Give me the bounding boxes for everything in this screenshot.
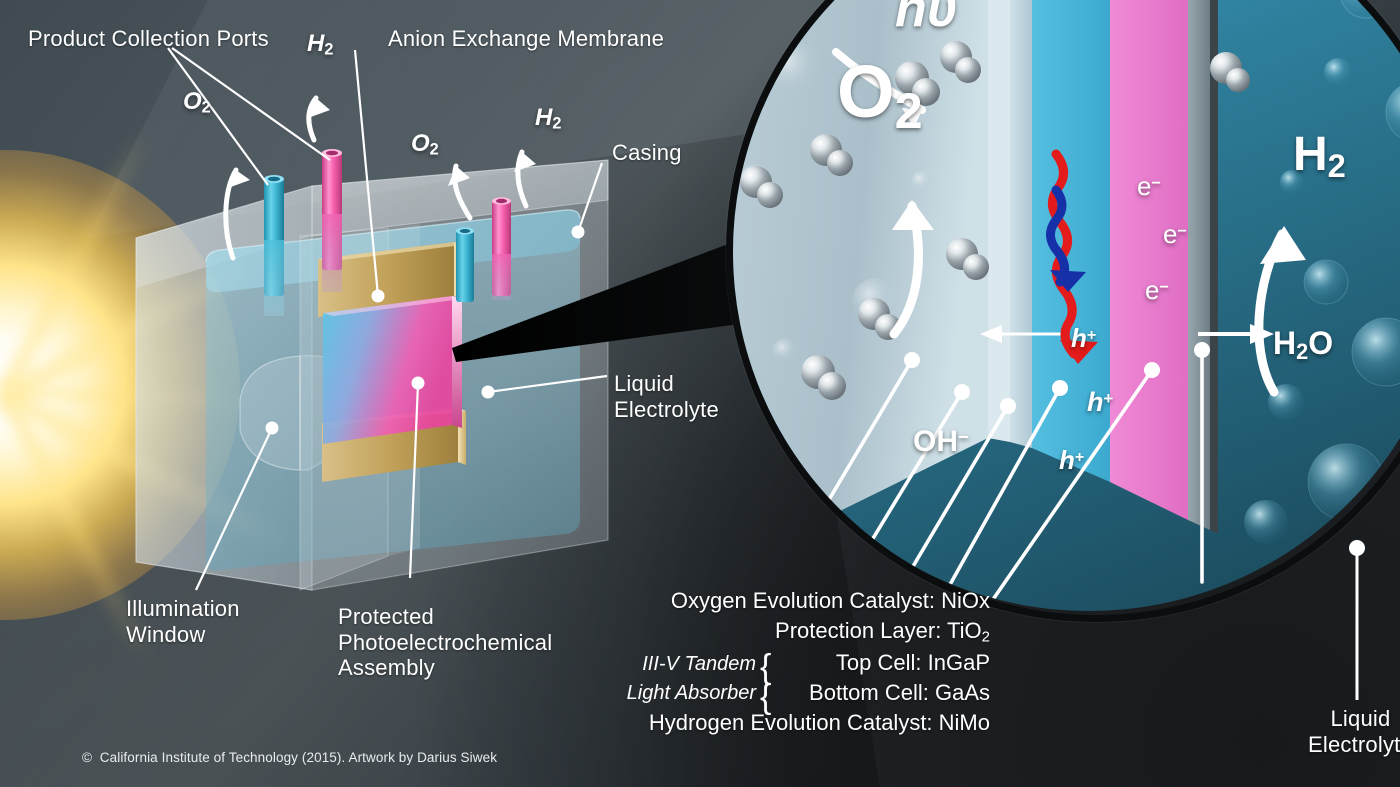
oh-to-o2-arrow <box>889 200 934 339</box>
copyright-credit: © California Institute of Technology (20… <box>82 750 497 765</box>
h2-evolution-arrow <box>1254 226 1306 397</box>
tandem-group-label: III-V Tandem Light Absorber <box>576 650 756 708</box>
collection-port-o2-back <box>456 227 474 302</box>
hec-dark-edge <box>1210 0 1218 534</box>
stack-leader-lines <box>784 348 1204 611</box>
legend-bottom-cell: Bottom Cell: GaAs <box>809 679 990 705</box>
oxygen-evolution-catalyst-edge <box>988 0 1010 442</box>
magnifier-pointer <box>452 232 770 362</box>
hydrogen-gas-label: H2 <box>1293 128 1346 185</box>
legend-hydrogen-evolution-catalyst: Hydrogen Evolution Catalyst: NiMo <box>648 709 990 735</box>
legend-protection-layer: Protection Layer: TiO2 <box>775 618 990 646</box>
illumination-window <box>239 355 365 471</box>
cell-cutaway-wall <box>299 224 420 591</box>
gas-flow-arrowheads <box>228 98 536 188</box>
legend-oxygen-evolution-catalyst: Oxygen Evolution Catalyst: NiOx <box>670 588 990 613</box>
gas-label-o2-right: O2 <box>411 130 439 159</box>
oxygen-gas-label: O2 <box>837 50 923 140</box>
sun-ray <box>0 226 311 406</box>
stack-leader-dots <box>904 342 1210 414</box>
callout-product-collection-ports: Product Collection Ports <box>28 26 269 51</box>
liquid-electrolyte-body <box>205 209 581 571</box>
gas-label-h2-left: H2 <box>307 30 334 59</box>
electrolyte-bubbles <box>1244 0 1400 544</box>
bottom-cell-face <box>1110 0 1188 520</box>
stack-legend: Oxygen Evolution Catalyst: NiOx Protecti… <box>560 588 990 736</box>
callout-anion-exchange-membrane: Anion Exchange Membrane <box>388 26 665 51</box>
callout-protected-photoelectrochemical-assembly: Protected Photoelectrochemical Assembly <box>338 604 553 681</box>
gas-label-o2-left: O2 <box>183 88 211 117</box>
electron-label-2: e− <box>1163 219 1187 249</box>
hydrogen-bubble <box>1210 52 1250 92</box>
photoelectrochemical-assembly <box>323 296 462 444</box>
tandem-label-line1: III-V Tandem <box>642 652 756 675</box>
tandem-label-line2: Light Absorber <box>626 681 756 704</box>
hole-label-2: h+ <box>1059 445 1085 475</box>
hole-label-3: h+ <box>1071 323 1097 353</box>
gas-label-h2-right: H2 <box>535 104 562 133</box>
electron-label-1: e− <box>1137 171 1161 201</box>
sun-core-icon <box>0 150 240 620</box>
sun-ray <box>0 124 154 399</box>
tandem-brace-bottom: { <box>760 677 772 716</box>
callout-liquid-electrolyte: Liquid Electrolyte <box>614 371 719 422</box>
collection-port-h2-front <box>322 149 342 292</box>
leader-dots-left <box>265 225 585 435</box>
gold-contact-bottom <box>322 408 466 482</box>
electron-to-water-arrow <box>1198 324 1274 344</box>
legend-top-cell: Top Cell: InGaP <box>835 649 990 675</box>
hole-path-arrow <box>1046 185 1086 292</box>
callout-liquid-electrolyte-right: Liquid Electrolyte <box>1308 706 1400 758</box>
water-label: H2O <box>1273 325 1334 364</box>
hydrogen-evolution-catalyst-face <box>1188 0 1210 530</box>
hole-label-1: h+ <box>1087 387 1114 417</box>
electron-label-3: e− <box>1145 275 1169 305</box>
magnified-detail-view: hυ O2 OH− h+ h+ h+ e− e− e− H2 H2O <box>726 0 1400 622</box>
photon-label: hυ <box>895 0 958 38</box>
sun-ray <box>4 385 266 409</box>
callout-casing: Casing <box>612 140 682 165</box>
collection-port-h2-back <box>492 197 511 300</box>
hole-arrow <box>980 325 1066 343</box>
cell-casing <box>135 159 609 591</box>
protection-layer-edge <box>1010 0 1032 448</box>
collection-port-o2-front <box>264 175 284 316</box>
sun-glow <box>0 124 311 664</box>
gold-contact-top <box>318 242 462 317</box>
sun-ray <box>0 386 302 559</box>
gas-flow-arrows <box>223 95 529 261</box>
magnifier-contents <box>733 0 1400 611</box>
copyright-icon: © <box>82 750 93 765</box>
hydroxide-label: OH− <box>913 425 969 458</box>
callout-illumination-window: Illumination Window <box>126 596 240 647</box>
credit-text: California Institute of Technology (2015… <box>99 750 498 765</box>
tandem-brace-top: { <box>760 647 772 686</box>
